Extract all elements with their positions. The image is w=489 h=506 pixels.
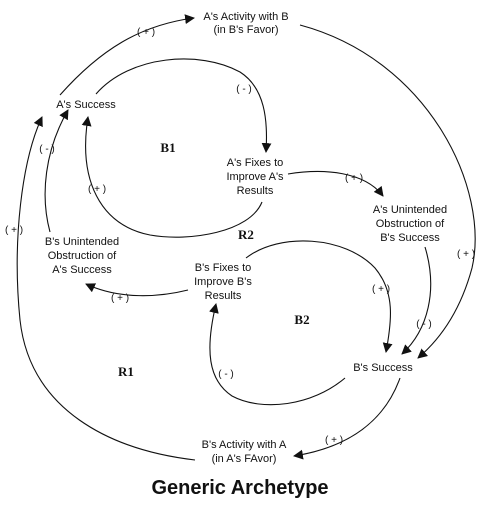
polarity-r1-top: ( + ) — [137, 27, 155, 38]
node-a-success-line-1: A's Success — [56, 99, 116, 111]
node-b-fixes-line-3: Results — [205, 290, 242, 302]
node-b-success-line-1: B's Success — [353, 362, 413, 374]
node-a-activity-line-2: (in B's Favor) — [213, 24, 278, 36]
loop-label-b1: B1 — [160, 140, 175, 155]
edge-b-activity-to-a-success — [16, 116, 196, 461]
node-a-activity: A's Activity with B (in B's Favor) — [203, 11, 288, 36]
polarity-r2-left: ( - ) — [39, 144, 55, 155]
polarity-b2-right: ( + ) — [372, 284, 390, 295]
node-b-obstruction: B's Unintended Obstruction of A's Succes… — [45, 236, 119, 276]
node-a-obstruction: A's Unintended Obstruction of B's Succes… — [373, 204, 447, 244]
node-a-obstruction-line-2: Obstruction of — [376, 218, 445, 230]
polarity-r2-b: ( + ) — [111, 293, 129, 304]
polarity-b2-left: ( - ) — [218, 369, 234, 380]
node-b-obstruction-line-2: Obstruction of — [48, 250, 117, 262]
node-b-obstruction-line-3: A's Success — [52, 264, 112, 276]
polarity-r2-mid: ( + ) — [345, 173, 363, 184]
node-a-obstruction-line-3: B's Success — [380, 232, 440, 244]
node-b-activity-line-1: B's Activity with A — [202, 439, 287, 451]
edge-a-fixes-to-a-success — [81, 116, 263, 238]
node-a-fixes-line-2: Improve A's — [226, 171, 284, 183]
polarity-r2-right: ( - ) — [416, 319, 432, 330]
edge-a-fixes-to-a-obstruction — [287, 170, 384, 197]
node-b-obstruction-line-1: B's Unintended — [45, 236, 119, 248]
node-a-activity-line-1: A's Activity with B — [203, 11, 288, 23]
polarity-b1-top: ( - ) — [236, 84, 252, 95]
node-b-activity: B's Activity with A (in A's FAvor) — [202, 439, 287, 465]
node-a-fixes-line-1: A's Fixes to — [227, 157, 284, 169]
node-a-success: A's Success — [56, 99, 116, 111]
node-a-fixes-line-3: Results — [237, 185, 274, 197]
node-b-fixes: B's Fixes to Improve B's Results — [194, 262, 252, 302]
loop-label-r1: R1 — [118, 364, 134, 379]
loop-label-b2: B2 — [294, 312, 309, 327]
edge-b-success-to-b-activity — [293, 377, 401, 460]
edge-b-success-to-b-fixes — [209, 303, 346, 406]
node-b-success: B's Success — [353, 362, 413, 374]
edge-b-fixes-to-b-obstruction — [85, 283, 189, 297]
node-b-activity-line-2: (in A's FAvor) — [212, 453, 277, 465]
edge-a-obstruction-to-b-success — [401, 246, 432, 355]
node-b-fixes-line-2: Improve B's — [194, 276, 252, 288]
node-a-obstruction-line-1: A's Unintended — [373, 204, 447, 216]
loop-label-r2: R2 — [238, 227, 254, 242]
diagram-title: Generic Archetype — [151, 477, 328, 499]
polarity-b1-left: ( + ) — [88, 184, 106, 195]
edge-a-success-to-a-activity — [59, 14, 195, 96]
node-a-fixes: A's Fixes to Improve A's Results — [226, 157, 284, 197]
edge-b-obstruction-to-a-success — [44, 109, 69, 233]
polarity-r1-left: ( + ) — [5, 225, 23, 236]
polarity-r1-bottom: ( + ) — [325, 435, 343, 446]
node-b-fixes-line-1: B's Fixes to — [195, 262, 252, 274]
edge-a-success-to-a-fixes — [95, 58, 272, 153]
edge-b-fixes-to-b-success — [245, 240, 393, 353]
polarity-r1-right: ( + ) — [457, 249, 475, 260]
edge-a-activity-to-b-success — [299, 24, 476, 359]
